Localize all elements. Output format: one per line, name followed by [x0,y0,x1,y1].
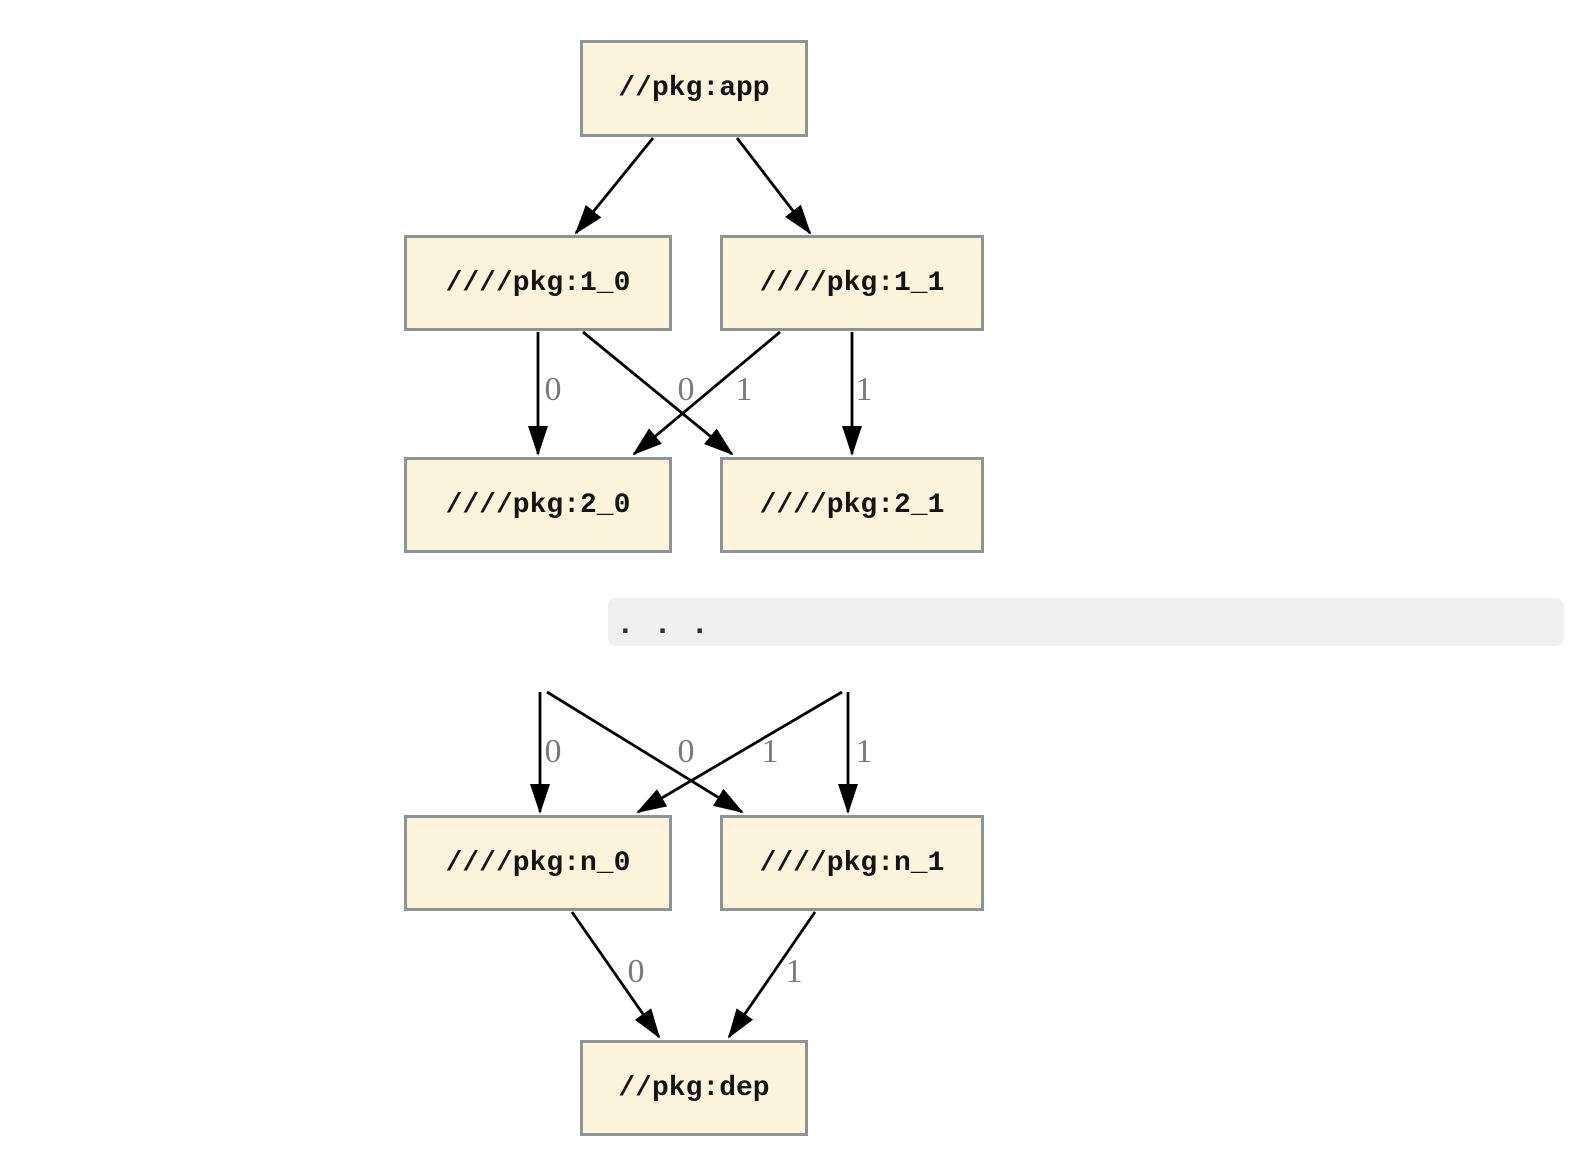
node-pkg-2-1: ////pkg:2_1 [720,457,984,553]
edge-label: 0 [627,953,645,990]
edge-label: 0 [544,371,562,408]
node-pkg-1-0: ////pkg:1_0 [404,235,672,331]
edge-n_0-to-dep [570,911,661,1039]
edge-label: 0 [677,371,695,408]
edge-label: 1 [785,953,803,990]
node-label: //pkg:app [618,73,770,104]
ellipsis-strip: . . . [608,598,1564,646]
node-label: ////pkg:1_1 [759,267,945,299]
edge-label: 0 [677,733,695,770]
edge-1_0-to-2_1 [582,330,734,456]
node-pkg-n-0: ////pkg:n_0 [404,815,672,911]
edge-app-to-1_1 [735,137,812,235]
node-pkg-n-1: ////pkg:n_1 [720,815,984,911]
node-pkg-app: //pkg:app [580,40,808,137]
node-label: ////pkg:n_1 [759,847,945,879]
node-label: ////pkg:1_0 [445,267,631,299]
edge-label: 1 [855,371,873,408]
node-label: //pkg:dep [618,1072,770,1104]
node-pkg-2-0: ////pkg:2_0 [404,457,672,553]
node-pkg-1-1: ////pkg:1_1 [720,235,984,331]
edge-app-to-1_0 [574,137,655,235]
edge-ellipsis-to-n_1-cross [546,690,744,814]
node-label: ////pkg:2_0 [445,489,631,521]
ellipsis-dots: . . . [616,608,710,643]
edge-label: 1 [761,733,779,770]
node-pkg-dep: //pkg:dep [580,1040,808,1136]
edge-n_1-to-dep [727,911,817,1039]
node-label: ////pkg:n_0 [445,847,631,879]
edge-label: 1 [735,371,753,408]
edge-1_1-to-2_0 [632,330,781,456]
node-label: ////pkg:2_1 [759,489,945,521]
edge-ellipsis-to-n_0-cross [636,690,843,814]
edge-label: 1 [855,733,873,770]
edge-label: 0 [544,733,562,770]
